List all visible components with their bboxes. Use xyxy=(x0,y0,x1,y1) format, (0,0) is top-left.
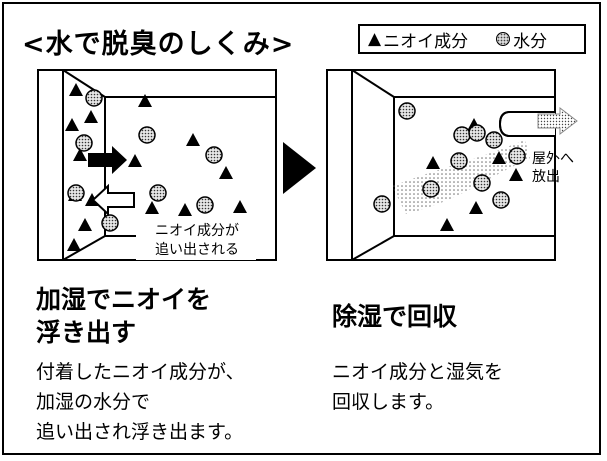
diagram-title: <水で脱臭のしくみ> xyxy=(22,29,295,60)
left-callout: ニオイ成分が 追い出される xyxy=(141,222,253,260)
right-water-particles xyxy=(373,102,526,213)
exhaust-arrow-icon xyxy=(537,106,578,136)
left-description: 付着したニオイ成分が、 加湿の水分で 追い出され浮き出ます。 xyxy=(36,357,245,447)
legend-water-label: 水分 xyxy=(513,31,548,52)
odor-marker-icon: ▲ xyxy=(368,29,382,49)
left-headline-line2: 浮き出す xyxy=(36,318,137,347)
left-headline: 加湿でニオイを 浮き出す xyxy=(36,283,211,349)
legend: ▲ ニオイ成分 水分 xyxy=(358,24,586,54)
diagram-frame xyxy=(2,2,601,455)
right-desc-line2: 回収します。 xyxy=(332,391,445,413)
right-desc-line1: ニオイ成分と湿気を xyxy=(332,361,504,383)
right-description: ニオイ成分と湿気を 回収します。 xyxy=(332,357,503,417)
left-desc-line2: 加湿の水分で xyxy=(36,391,151,413)
left-callout-box xyxy=(136,222,256,260)
process-arrow-icon xyxy=(283,142,316,194)
right-callout-line2: 放出 xyxy=(532,169,560,185)
legend-odor-label: ニオイ成分 xyxy=(383,31,469,52)
left-callout-line1: ニオイ成分が xyxy=(155,223,239,239)
right-room xyxy=(326,69,556,261)
right-headline: 除湿で回収 xyxy=(332,302,458,331)
right-callout-line1: 屋外へ xyxy=(532,151,574,167)
left-arrows xyxy=(88,146,135,217)
left-desc-line3: 追い出され浮き出ます。 xyxy=(36,421,244,443)
left-callout-line2: 追い出される xyxy=(155,242,239,258)
left-water-particles xyxy=(67,89,223,232)
left-desc-line1: 付着したニオイ成分が、 xyxy=(36,361,245,383)
water-marker-icon xyxy=(496,32,511,46)
left-headline-line1: 加湿でニオイを xyxy=(36,285,212,314)
right-callout: 屋外へ 放出 xyxy=(532,150,574,186)
